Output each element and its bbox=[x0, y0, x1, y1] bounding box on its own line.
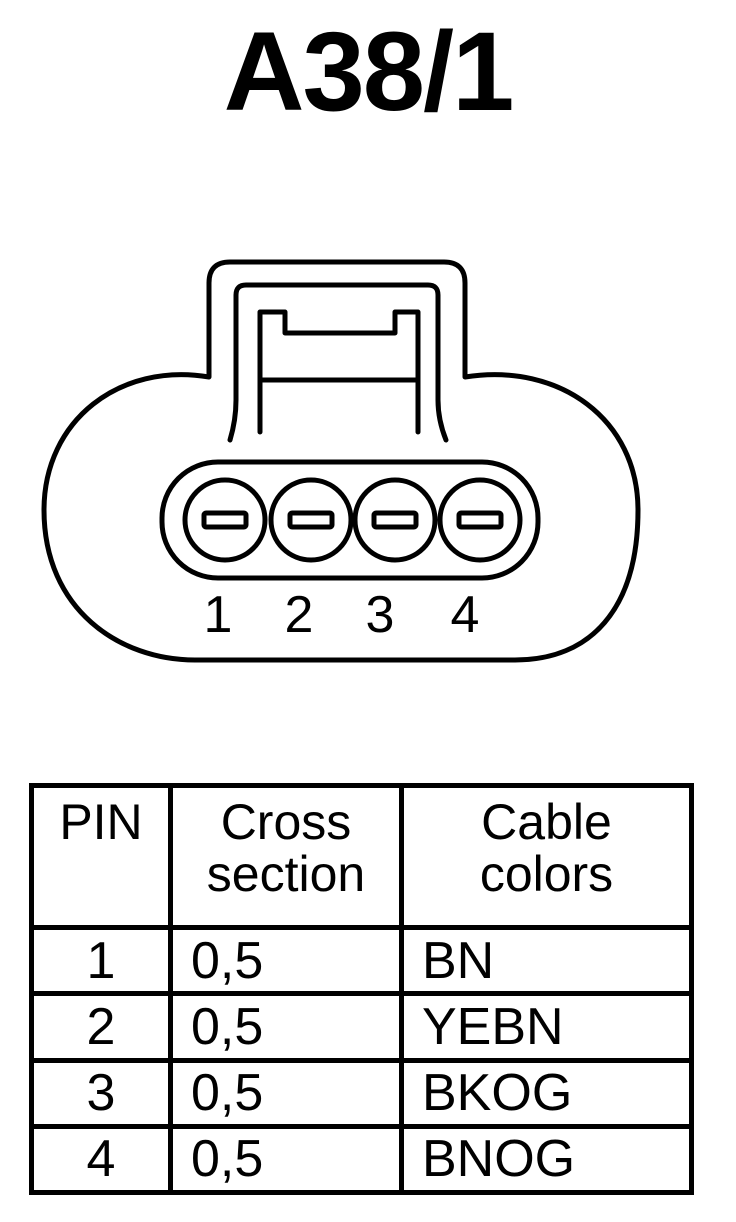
pin-number-label: 3 bbox=[366, 586, 395, 644]
cross-section-cell: 0,5 bbox=[168, 1123, 404, 1196]
pin-4-contact bbox=[456, 510, 504, 530]
pin-number-label: 2 bbox=[285, 586, 314, 644]
pin-1-contact bbox=[201, 510, 249, 530]
table-row: 1 0,5 BN bbox=[29, 924, 694, 997]
cross-section-cell: 0,5 bbox=[168, 991, 404, 1063]
connector-title: A38/1 bbox=[223, 9, 515, 134]
pin-4-socket bbox=[437, 477, 523, 563]
pin-1-socket bbox=[182, 477, 268, 563]
cross-section-cell: 0,5 bbox=[168, 924, 404, 997]
pin-cell: 4 bbox=[29, 1123, 173, 1196]
table-row: 4 0,5 BNOG bbox=[29, 1123, 694, 1196]
connector-face-diagram: 1 2 3 4 bbox=[41, 259, 641, 663]
pin-number-label: 1 bbox=[204, 586, 233, 644]
cable-color-cell: BNOG bbox=[399, 1123, 694, 1196]
pin-2-contact bbox=[287, 510, 335, 530]
pin-2-socket bbox=[268, 477, 354, 563]
pin-cavity-housing bbox=[159, 459, 541, 581]
column-header-cable-colors: Cable colors bbox=[399, 783, 694, 930]
column-header-pin: PIN bbox=[29, 783, 173, 930]
cross-section-cell: 0,5 bbox=[168, 1057, 404, 1129]
column-header-cross-section: Cross section bbox=[168, 783, 404, 930]
pin-3-socket bbox=[352, 477, 438, 563]
cable-color-cell: YEBN bbox=[399, 991, 694, 1063]
cable-color-cell: BKOG bbox=[399, 1057, 694, 1129]
pin-3-contact bbox=[371, 510, 419, 530]
table-row: 3 0,5 BKOG bbox=[29, 1057, 694, 1129]
pin-assignment-table: PIN Cross section Cable colors 1 0,5 BN … bbox=[29, 783, 694, 1196]
connector-body-outline bbox=[41, 259, 641, 663]
pin-number-label: 4 bbox=[451, 586, 480, 644]
cable-color-cell: BN bbox=[399, 924, 694, 997]
pin-cell: 1 bbox=[29, 924, 173, 997]
latch-frame bbox=[227, 282, 449, 443]
pin-cell: 3 bbox=[29, 1057, 173, 1129]
table-header-row: PIN Cross section Cable colors bbox=[29, 783, 694, 930]
pin-cell: 2 bbox=[29, 991, 173, 1063]
table-row: 2 0,5 YEBN bbox=[29, 991, 694, 1063]
latch-tab bbox=[257, 309, 421, 435]
